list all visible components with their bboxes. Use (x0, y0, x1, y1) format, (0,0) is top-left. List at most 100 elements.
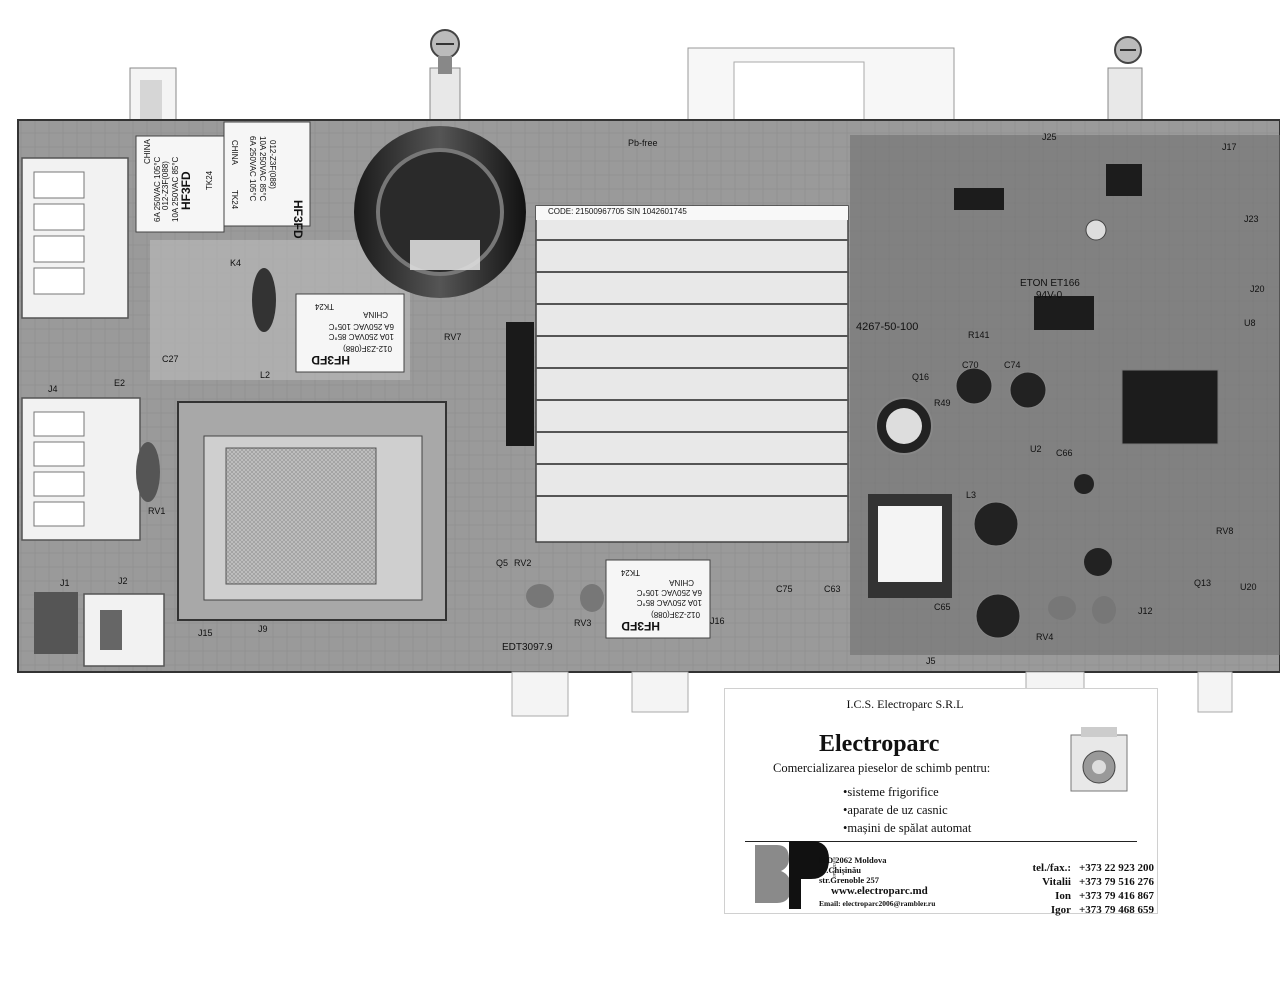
relay-1-origin: CHINA (143, 138, 152, 164)
board-id-label: 4267-50-100 (856, 321, 918, 333)
service-item: aparate de uz casnic (843, 801, 971, 819)
relay-3 (295, 293, 405, 373)
relay-1-rating1: 10A 250VAC 85°C (171, 156, 180, 222)
designator-label: RV8 (1216, 526, 1233, 536)
designator-label: Q16 (912, 372, 929, 382)
designator-label: J17 (1222, 142, 1237, 152)
designator-label: C75 (776, 584, 793, 594)
rating-label: 94V-0 (1036, 290, 1063, 301)
relay-2-rating2: 6A 250VAC 105°C (248, 136, 257, 202)
designator-label: J5 (926, 656, 936, 666)
code-label: CODE: 21500967705 SIN 1042601745 (548, 207, 687, 216)
designator-label: J1 (60, 578, 70, 588)
designator-label: C74 (1004, 360, 1021, 370)
phone-label: tel./fax.: (1032, 862, 1071, 874)
designator-label: C66 (1056, 448, 1073, 458)
designator-label: C70 (962, 360, 979, 370)
electroparc-logo: electroparc (755, 841, 836, 909)
relay-3-rating1: 10A 250VAC 85°C (328, 332, 394, 341)
electrolytic-capacitor (354, 126, 526, 298)
chip-main (1121, 369, 1219, 445)
designator-label: RV2 (514, 558, 531, 568)
service-item: sisteme frigorifice (843, 783, 971, 801)
designator-label: L2 (260, 370, 270, 380)
edt-label: EDT3097.9 (502, 642, 553, 653)
designator-label: U20 (1240, 582, 1257, 592)
designator-label: J4 (48, 384, 58, 394)
heatsink (506, 205, 849, 543)
phone-row: Ion+373 79 416 867 (997, 889, 1154, 903)
designator-label: J25 (1042, 132, 1057, 142)
phone-label: Igor (1050, 904, 1071, 916)
relay-4-model: 012-Z3F(088) (651, 610, 700, 619)
inductor (868, 494, 952, 598)
relay-2-model: 012-Z3F(088) (268, 140, 277, 189)
address-line: MD 2062 Moldova (819, 855, 887, 865)
relay-2-tag: TK24 (230, 190, 239, 210)
chip-small (954, 164, 1142, 330)
varistors (136, 268, 1116, 624)
address-line: str.Grenoble 257 (819, 875, 879, 885)
designator-label: RV7 (444, 332, 461, 342)
relay-2 (223, 121, 311, 227)
silkscreen: CODE: 21500967705 SIN 1042601745 Pb-free… (502, 138, 1080, 653)
designator-label: J20 (1250, 284, 1265, 294)
relay-1 (135, 135, 225, 233)
phone-label: Vitalii (1042, 876, 1071, 888)
tagline: Comercializarea pieselor de schimb pentr… (773, 761, 991, 775)
designator-label: C65 (934, 602, 951, 612)
relay-2-rating1: 10A 250VAC 85°C (258, 136, 267, 202)
phone-row: tel./fax.: +373 22 923 200 (997, 861, 1155, 875)
designator-label: R141 (968, 330, 990, 340)
relay-3-rating2: 6A 250VAC 105°C (328, 322, 394, 331)
designator-label: Q5 (496, 558, 508, 568)
left-connectors (21, 157, 165, 667)
designator-label: J9 (258, 624, 268, 634)
relay-1-model: 012-Z3F(088) (161, 161, 170, 210)
relay-4-origin: CHINA (668, 578, 694, 587)
designator-label: RV3 (574, 618, 591, 628)
module-thumbnail (1070, 727, 1128, 792)
relay-4-tag: TK24 (620, 568, 640, 577)
service-list: sisteme frigorifice aparate de uz casnic… (843, 783, 971, 837)
phone-list: tel./fax.: +373 22 923 200 Vitalii +373 79… (997, 861, 1155, 917)
phone-number: +373 79 516 276 (1079, 876, 1155, 888)
address-line: or.Chișinău (819, 865, 861, 875)
relay-1-tag: TK24 (205, 170, 214, 190)
relay-2-origin: CHINA (230, 140, 239, 166)
phone-row: Igor +373 79 468 659 (997, 903, 1154, 917)
designator-label: J2 (118, 576, 128, 586)
phone-number: +373 22 923 200 (1079, 862, 1155, 874)
capacitors-small (875, 219, 1112, 639)
eton-label: ETON ET166 (1020, 278, 1080, 289)
logo-side-text: electroparc (831, 857, 836, 880)
designator-label: E2 (114, 378, 125, 388)
designator-label: L3 (966, 490, 976, 500)
phone-number: +373 79 468 659 (1079, 904, 1155, 916)
phone-number: +373 79 416 867 (1079, 890, 1155, 902)
designator-label: U2 (1030, 444, 1042, 454)
phone-row: Vitalii +373 79 516 276 (997, 875, 1154, 889)
relay-3-brand: HF3FD (311, 353, 350, 367)
designator-label: C63 (824, 584, 841, 594)
business-card: I.C.S. Electroparc S.R.L Electroparc Com… (724, 688, 1158, 917)
designator-label: Q13 (1194, 578, 1211, 588)
pb-free-label: Pb-free (628, 138, 658, 148)
service-item: mașini de spălat automat (843, 819, 971, 837)
designator-label: RV4 (1036, 632, 1053, 642)
designator-label: J23 (1244, 214, 1259, 224)
email-text: Email: electroparc2006@rambler.ru (819, 899, 936, 908)
designator-label: RV1 (148, 506, 165, 516)
top-fixtures (129, 29, 1143, 133)
relay-4-rating2: 6A 250VAC 105°C (636, 588, 702, 597)
company-name: I.C.S. Electroparc S.R.L (846, 697, 964, 711)
designator-label: C27 (162, 354, 179, 364)
relay-1-rating2: 6A 250VAC 105°C (153, 156, 162, 222)
website-text: www.electroparc.md (831, 885, 928, 897)
designator-label: J16 (710, 616, 725, 626)
brand-name: Electroparc (819, 731, 940, 757)
relay-4-brand: HF3FD (621, 619, 660, 633)
relay-3-origin: CHINA (362, 310, 388, 319)
